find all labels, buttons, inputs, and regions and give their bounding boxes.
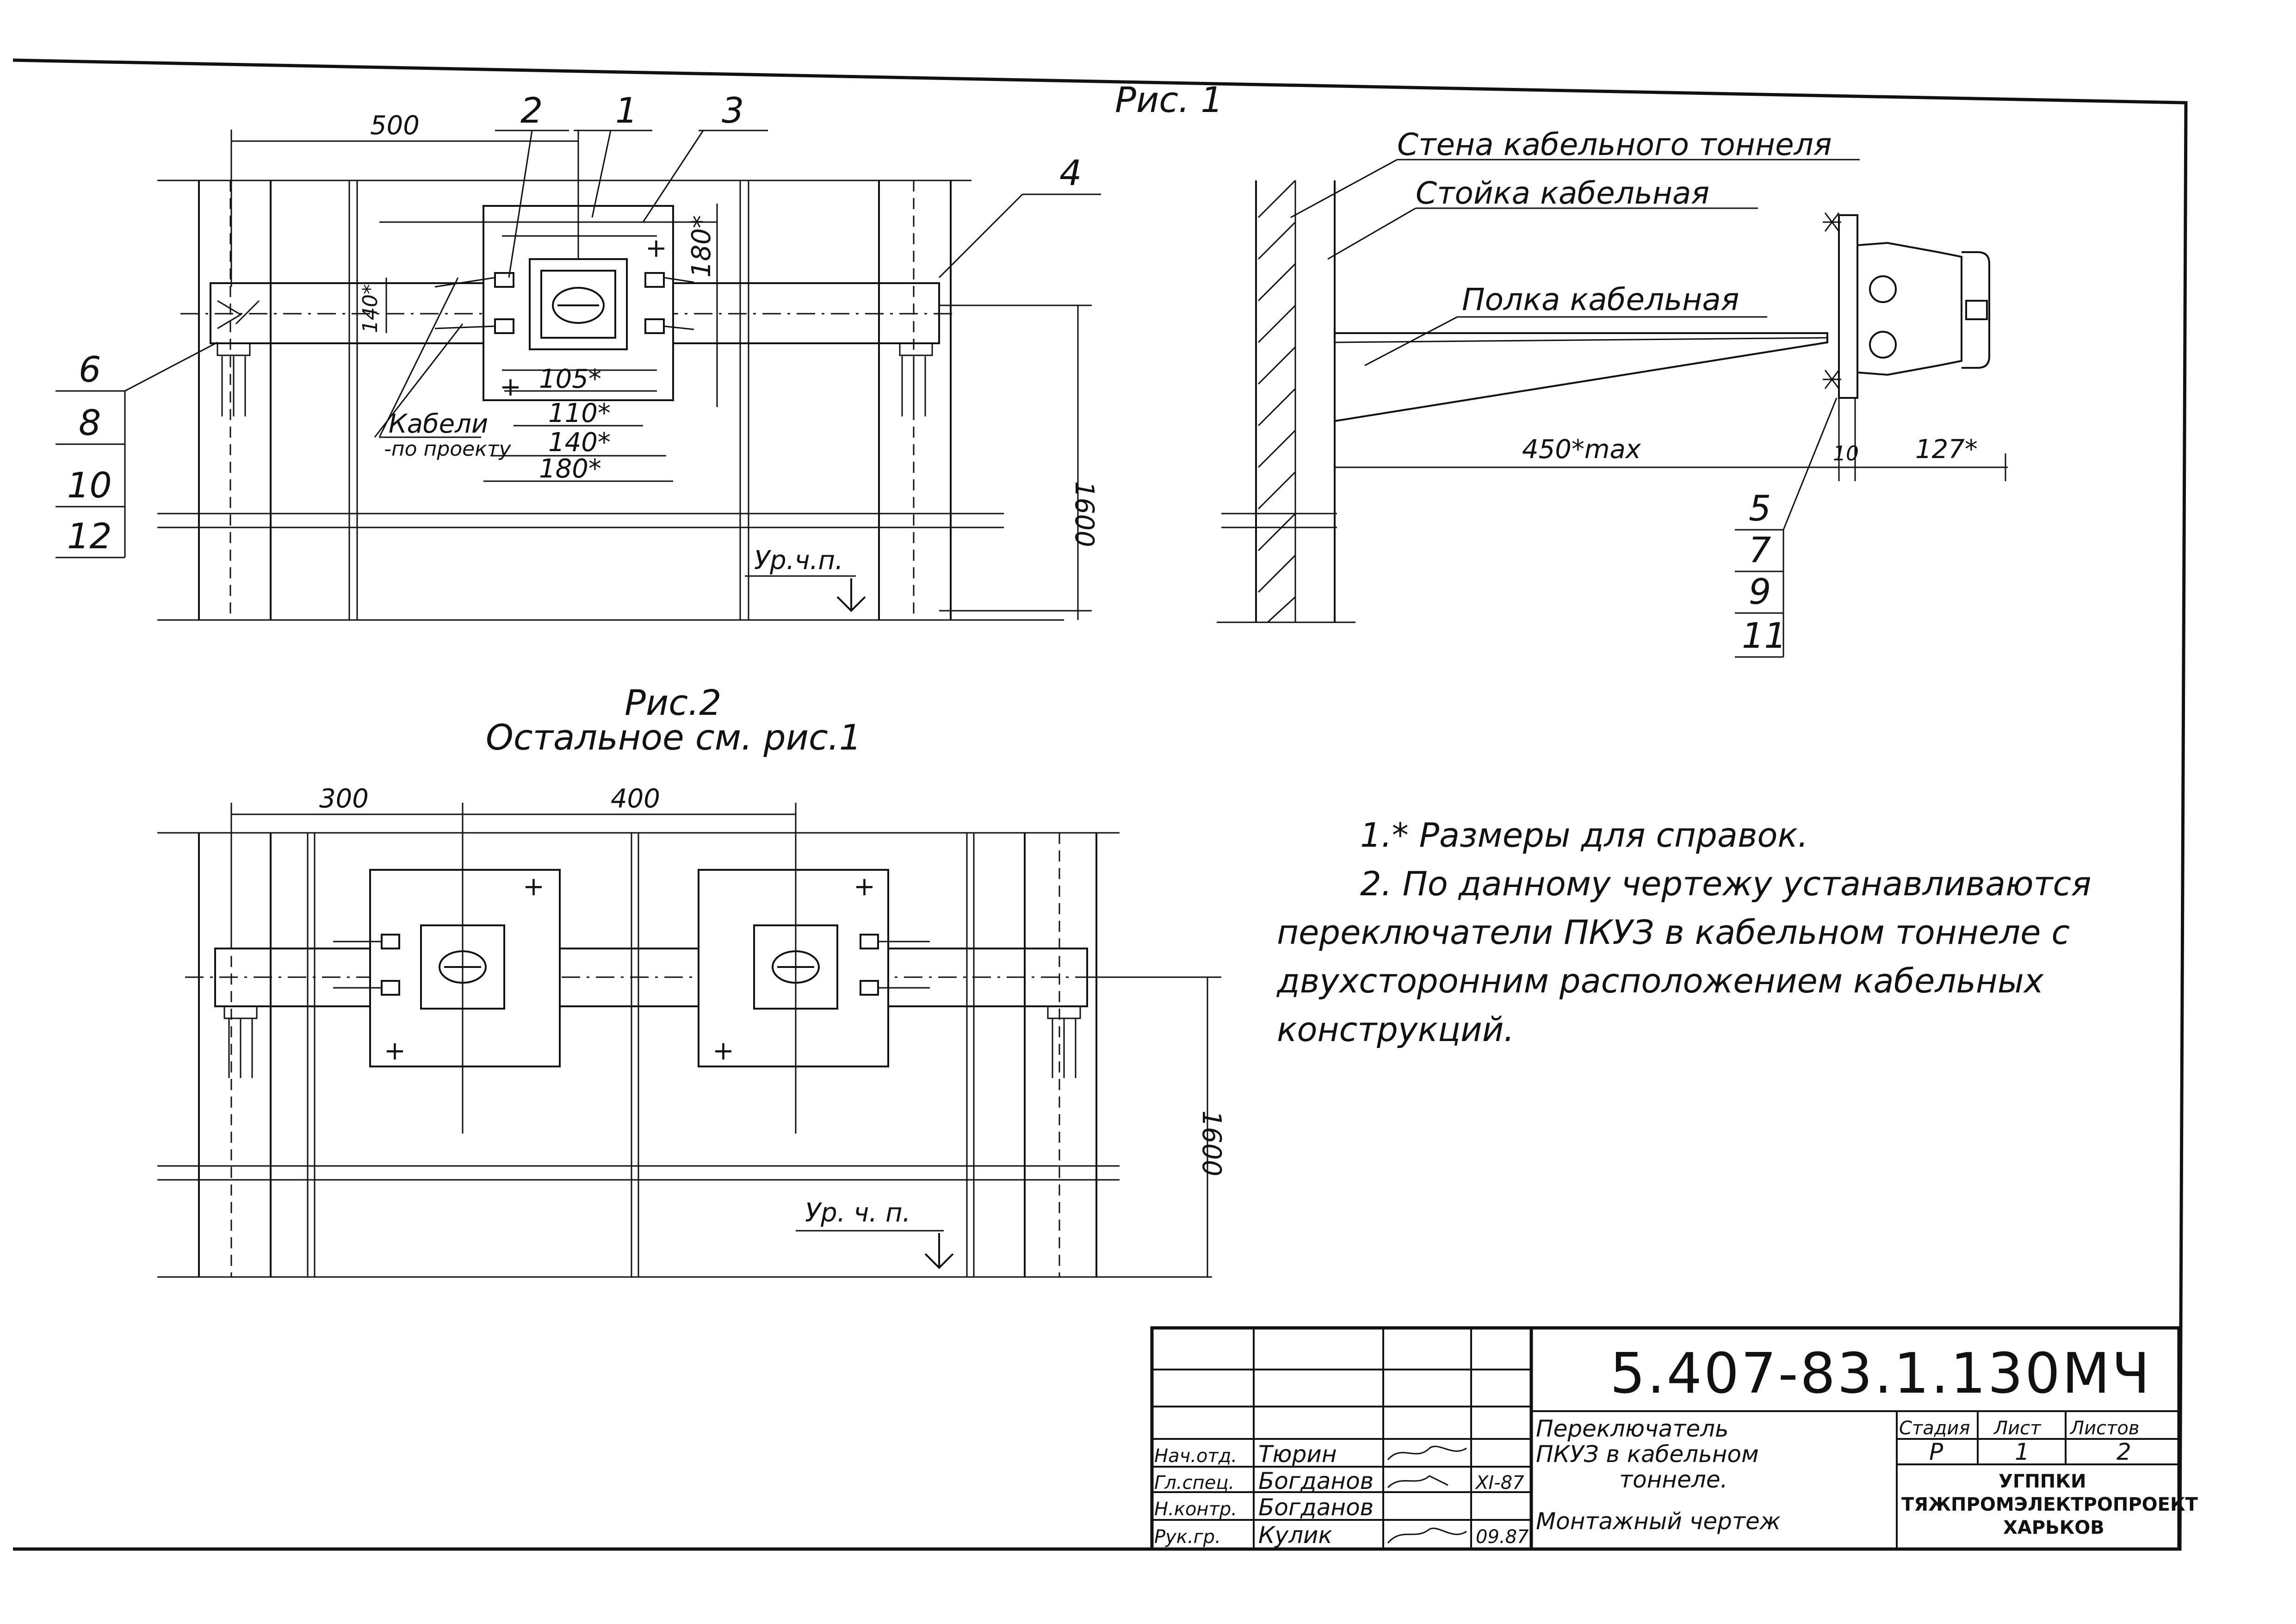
side-shelf-label: Полка кабельная (1462, 282, 1739, 317)
sheets-header: Листов (2069, 1418, 2139, 1439)
fig1-dim-180h: 180* (539, 454, 601, 484)
callout-8: 8 (79, 402, 101, 443)
role-chief: Гл.спец. (1154, 1472, 1234, 1494)
sheet-frame (12, 58, 2188, 1551)
role-head: Нач.отд. (1154, 1445, 1237, 1467)
fig1-dim-180v: 180* (687, 215, 717, 278)
fig2-switch-left: + + (333, 869, 561, 1067)
fig1-dim-1600: 1600 (1069, 481, 1099, 547)
callout-7: 7 (1749, 529, 1771, 570)
fig2-level-text: Ур. ч. п. (805, 1198, 910, 1228)
notes: 1.* Размеры для справок. 2. По данному ч… (1276, 816, 2091, 1049)
fig1-dim-140h: 140* (548, 428, 611, 458)
callout-9: 9 (1749, 571, 1771, 612)
fig1-dim-105: 105* (539, 364, 601, 394)
desc-line-4: Монтажный чертеж (1536, 1508, 1781, 1535)
fig1-callouts-top: 2 1 3 4 (495, 90, 1101, 279)
stage-header: Стадия (1899, 1418, 1970, 1439)
note-line-1: 1.* Размеры для справок. (1360, 816, 1808, 855)
side-dimensions: 450*max 10 127* (1335, 398, 2008, 481)
fig2-dim-400: 400 (611, 784, 660, 814)
fig2-rack-posts (157, 832, 1212, 1278)
name-lead: Кулик (1258, 1522, 1332, 1549)
callout-10: 10 (67, 465, 112, 506)
svg-text:+: + (645, 233, 667, 263)
fig1-dim-110: 110* (548, 398, 611, 428)
date-2: 09.87 (1476, 1526, 1529, 1548)
title-block: 5.407-83.1.130МЧ Нач.отд. Гл.спец. Н.кон… (1150, 1326, 2198, 1551)
side-dim-127: 127* (1915, 434, 1978, 465)
fig2-shelf (185, 948, 1120, 1078)
drawing-code: 5.407-83.1.130МЧ (1610, 1342, 2152, 1406)
fig1-level-mark: Ур.ч.п. (745, 545, 866, 612)
fig2-switch-right: + + (698, 869, 930, 1067)
fig1-title: Рис. 1 (1115, 79, 1223, 120)
fig2-title: Рис.2 (625, 682, 722, 723)
side-wall-label: Стена кабельного тоннеля (1397, 127, 1832, 162)
callout-3: 3 (722, 90, 744, 131)
svg-text:+: + (384, 1036, 406, 1066)
fig1-cables-label: Кабели -по проекту (374, 277, 511, 461)
callout-1: 1 (615, 90, 637, 131)
side-switch (1823, 212, 1990, 399)
side-dim-10: 10 (1833, 442, 1859, 465)
callout-4: 4 (1059, 152, 1082, 193)
side-wall (1217, 180, 1355, 623)
svg-text:+: + (523, 872, 545, 902)
org-line-2: ТЯЖПРОМЭЛЕКТРОПРОЕКТ (1901, 1494, 2198, 1515)
callout-2: 2 (520, 90, 543, 131)
fig2-subtitle: Остальное см. рис.1 (486, 717, 861, 758)
note-line-5: конструкций. (1277, 1010, 1514, 1049)
callout-5: 5 (1749, 488, 1771, 529)
side-dim-450: 450*max (1522, 434, 1641, 465)
fig1-cables-sub: -по проекту (384, 437, 511, 461)
side-view: Стена кабельного тоннеля Стойка кабельна… (1217, 127, 2008, 658)
org-line-1: УГППКИ (1999, 1471, 2086, 1492)
desc-line-1: Переключатель (1536, 1415, 1729, 1442)
fig1-dim-140: 140* (359, 284, 382, 333)
note-line-4: двухсторонним расположением кабельных (1276, 961, 2044, 1000)
date-1: XI-87 (1475, 1472, 1524, 1494)
fig1-cables-text: Кабели (389, 409, 488, 439)
signatures (1387, 1445, 1467, 1543)
side-shelf (1334, 332, 1828, 422)
svg-text:+: + (712, 1036, 734, 1066)
note-line-2: 2. По данному чертежу устанавливаются (1360, 864, 2091, 903)
fig1-rack-posts (157, 180, 1064, 621)
role-control: Н.контр. (1154, 1499, 1237, 1520)
sheet-value: 1 (2015, 1438, 2030, 1465)
fig1-callouts-left: 6 8 10 12 (56, 341, 218, 558)
fig1-dim-500: 500 (370, 111, 420, 141)
fig2-dimensions: 300 400 1600 (230, 784, 1226, 1277)
fig2-dim-1600: 1600 (1196, 1110, 1226, 1177)
name-head: Тюрин (1258, 1441, 1337, 1468)
desc-line-3: тоннеле. (1619, 1466, 1727, 1493)
side-callouts: 5 7 9 11 (1735, 397, 1838, 658)
sheet-header: Лист (1993, 1418, 2042, 1439)
figure-1: Рис. 1 (56, 79, 1223, 621)
fig1-dimensions: 500 180* 140* 105* 110* 140* 180* 1600 (230, 111, 1099, 620)
callout-11: 11 (1742, 615, 1787, 656)
sheets-value: 2 (2117, 1438, 2131, 1465)
fig1-level-text: Ур.ч.п. (754, 545, 843, 576)
svg-text:+: + (500, 372, 521, 402)
role-lead: Рук.гр. (1154, 1526, 1221, 1548)
callout-12: 12 (67, 515, 112, 557)
svg-text:+: + (854, 872, 875, 902)
note-line-3: переключатели ПКУЗ в кабельном тоннеле с (1277, 913, 2070, 952)
desc-line-2: ПКУЗ в кабельном (1536, 1441, 1759, 1468)
callout-6: 6 (79, 349, 101, 390)
fig2-dim-300: 300 (319, 784, 369, 814)
name-control: Богданов (1258, 1494, 1374, 1521)
side-rack-label: Стойка кабельная (1416, 175, 1709, 211)
stage-value: Р (1929, 1438, 1943, 1465)
org-line-3: ХАРЬКОВ (2003, 1517, 2104, 1538)
fig2-level-mark: Ур. ч. п. (796, 1198, 954, 1269)
side-labels: Стена кабельного тоннеля Стойка кабельна… (1290, 127, 1860, 366)
figure-2: Рис.2 Остальное см. рис.1 (157, 682, 1226, 1278)
name-chief: Богданов (1258, 1468, 1374, 1494)
